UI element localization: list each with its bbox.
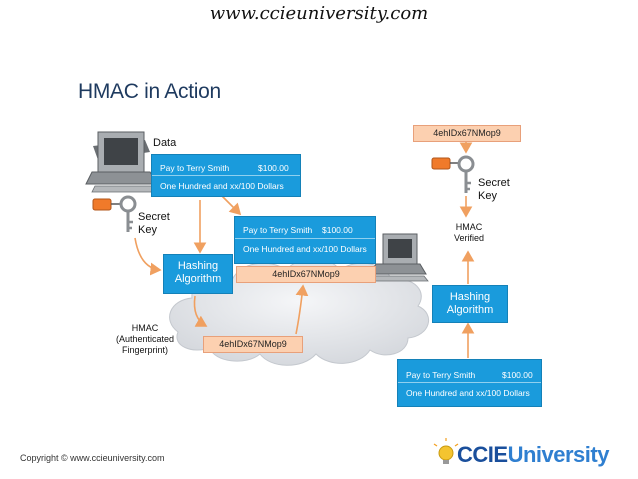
arrow-data-to-transit bbox=[221, 195, 242, 216]
hmac-value-receiver: 4ehIDx67NMop9 bbox=[413, 125, 521, 142]
hashing-left-line1: Hashing bbox=[177, 260, 219, 272]
ccie-university-logo: CCIEUniversity bbox=[457, 442, 609, 468]
message-transit-payee: Pay to Terry Smith bbox=[243, 225, 313, 235]
message-receiver-divider bbox=[398, 382, 541, 383]
lightbulb-icon bbox=[433, 438, 459, 464]
header-url: www.ccieuniversity.com bbox=[209, 3, 429, 24]
hmac-value-transit: 4ehIDx67NMop9 bbox=[236, 266, 376, 283]
hashing-right-line1: Hashing bbox=[449, 291, 491, 303]
message-transit-amount: $100.00 bbox=[322, 225, 353, 235]
message-box-receiver: Pay to Terry Smith $100.00 One Hundred a… bbox=[397, 359, 542, 407]
hashing-algorithm-right: Hashing Algorithm bbox=[432, 285, 508, 323]
sender-computer-icon bbox=[85, 131, 159, 193]
label-secret-key-right: Secret Key bbox=[478, 177, 510, 203]
label-hmac-fingerprint-line1: HMAC bbox=[131, 323, 159, 333]
label-hmac-fingerprint-line3: Fingerprint) bbox=[121, 345, 168, 355]
label-secret-key-left-line1: Secret bbox=[138, 211, 170, 223]
label-hmac-fingerprint: HMAC (Authenticated Fingerprint) bbox=[100, 323, 190, 356]
message-transit-divider bbox=[235, 238, 375, 239]
message-box-sender: Pay to Terry Smith $100.00 One Hundred a… bbox=[151, 154, 301, 197]
message-receiver-payee: Pay to Terry Smith bbox=[406, 370, 476, 380]
hashing-right-line2: Algorithm bbox=[446, 304, 494, 316]
hashing-algorithm-left: Hashing Algorithm bbox=[163, 254, 233, 294]
message-sender-payee: Pay to Terry Smith bbox=[160, 163, 230, 173]
logo-part2: University bbox=[507, 442, 610, 467]
flow-arrows bbox=[134, 140, 475, 358]
arrow-key-to-hash bbox=[134, 237, 162, 276]
message-transit-words: One Hundred and xx/100 Dollars bbox=[243, 244, 367, 254]
hmac-value-sender: 4ehIDx67NMop9 bbox=[203, 336, 303, 353]
label-secret-key-right-line2: Key bbox=[478, 190, 497, 202]
label-hmac-verified-line1: HMAC bbox=[455, 222, 483, 232]
secret-key-right-icon bbox=[431, 155, 475, 193]
message-sender-amount: $100.00 bbox=[258, 163, 289, 173]
label-secret-key-left-line2: Key bbox=[138, 224, 157, 236]
logo-part1: CCIE bbox=[457, 442, 508, 467]
arrow-hash-to-hmac bbox=[193, 295, 208, 327]
page-title: HMAC in Action bbox=[78, 80, 221, 103]
message-box-transit: Pay to Terry Smith $100.00 One Hundred a… bbox=[234, 216, 376, 264]
label-hmac-fingerprint-line2: (Authenticated bbox=[115, 334, 175, 344]
message-receiver-amount: $100.00 bbox=[502, 370, 533, 380]
message-sender-words: One Hundred and xx/100 Dollars bbox=[160, 181, 284, 191]
hashing-left-line2: Algorithm bbox=[174, 273, 222, 285]
arrow-hmac-to-transit bbox=[295, 284, 309, 335]
receiver-computer-icon bbox=[367, 233, 429, 282]
label-data: Data bbox=[153, 137, 177, 149]
label-secret-key-left: Secret Key bbox=[138, 211, 170, 237]
message-sender-divider bbox=[152, 175, 300, 176]
label-hmac-verified-line2: Verified bbox=[453, 233, 485, 243]
label-hmac-verified: HMAC Verified bbox=[440, 222, 498, 244]
message-receiver-words: One Hundred and xx/100 Dollars bbox=[406, 388, 530, 398]
label-secret-key-right-line1: Secret bbox=[478, 177, 510, 189]
secret-key-left-icon bbox=[92, 195, 137, 232]
copyright-text: Copyright © www.ccieuniversity.com bbox=[20, 453, 165, 463]
